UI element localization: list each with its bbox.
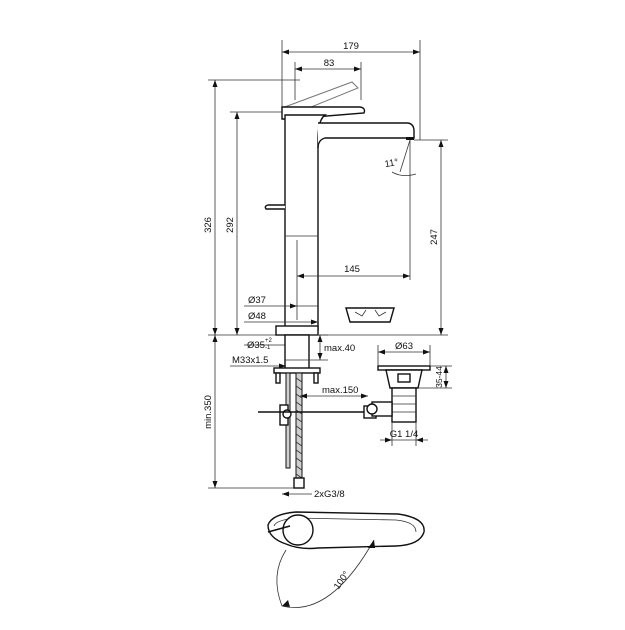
waste-body xyxy=(366,365,431,423)
dim-waste-range: 35-44 xyxy=(418,365,452,389)
dim-height-total: 326 xyxy=(203,79,300,335)
dim-83-label: 83 xyxy=(324,58,335,69)
dim-spout-angle: 11° xyxy=(384,139,417,176)
dim-diameters: Ø37 Ø48 Ø35 +2 -1 xyxy=(244,295,318,351)
dim-179-label: 179 xyxy=(343,41,359,52)
dim-145-label: 145 xyxy=(344,264,360,275)
dim-thread: M33x1.5 xyxy=(230,355,286,369)
dim-hoses: 2xG3/8 xyxy=(282,489,345,500)
dim-width-total: 179 xyxy=(281,40,421,140)
dim-spout-projection: 145 xyxy=(296,176,411,320)
dim-max40-label: max.40 xyxy=(324,343,355,354)
dim-326-label: 326 xyxy=(203,217,214,233)
dim-spout-height: 247 xyxy=(414,139,448,335)
dim-d48-label: Ø48 xyxy=(248,311,266,322)
dim-d35-tol-minus: -1 xyxy=(265,345,271,351)
dim-d37-label: Ø37 xyxy=(248,295,266,306)
dim-max150-label: max.150 xyxy=(322,385,358,396)
dim-247-label: 247 xyxy=(429,229,440,245)
dim-d35-tol-plus: +2 xyxy=(265,338,273,344)
tap-body xyxy=(264,81,415,336)
under-deck-assembly xyxy=(273,334,321,489)
dim-max40: max.40 xyxy=(309,334,355,361)
dim-waste-thread: G1 1/4 xyxy=(380,422,428,446)
dim-min350-label: min.350 xyxy=(203,395,214,429)
popup-rod: max.150 xyxy=(258,385,377,419)
dim-3544-label: 35-44 xyxy=(434,366,444,388)
dim-min-350: min.350 xyxy=(203,334,300,489)
dim-292-label: 292 xyxy=(225,217,236,233)
dim-waste-dia: Ø63 xyxy=(377,341,431,366)
top-view: 100° xyxy=(267,511,425,608)
dim-rotation-label: 100° xyxy=(332,569,352,592)
dim-height-body: 292 xyxy=(225,111,290,335)
dim-d63-label: Ø63 xyxy=(395,341,413,352)
dim-d35-label: Ø35 xyxy=(247,340,265,351)
dim-hoses-label: 2xG3/8 xyxy=(314,489,345,500)
dim-lever-reach: 83 xyxy=(294,58,362,100)
dim-angle-label: 11° xyxy=(384,157,400,170)
dim-g114-label: G1 1/4 xyxy=(390,429,419,440)
dim-thread-label: M33x1.5 xyxy=(232,355,268,366)
waste-cap xyxy=(345,307,395,323)
